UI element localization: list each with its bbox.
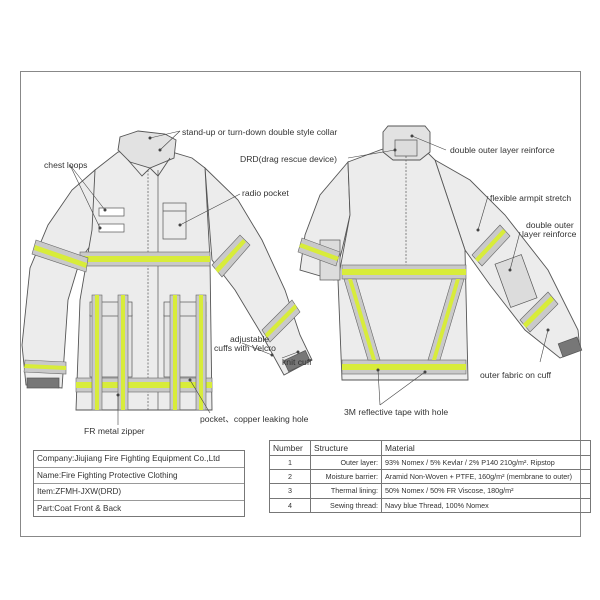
pocket-hole-label: pocket、copper leaking hole xyxy=(200,414,309,424)
col-structure: Structure xyxy=(310,440,382,456)
row-structure: Moisture barrier: xyxy=(310,469,382,485)
outer-fabric-cuff-label: outer fabric on cuff xyxy=(480,370,552,380)
radio-pocket xyxy=(162,202,187,240)
table-row: 3 Thermal lining: 50% Nomex / 50% FR Vis… xyxy=(269,483,591,499)
material-table: Number Structure Material 1 Outer layer:… xyxy=(269,440,591,513)
reflective-tape-label: 3M reflective tape with hole xyxy=(344,407,449,417)
chest-loop-1 xyxy=(98,207,125,217)
row-number: 2 xyxy=(269,469,311,485)
row-structure: Outer layer: xyxy=(310,454,382,471)
name-line: Name:Fire Fighting Protective Clothing xyxy=(34,468,244,485)
outer-layer-2a-label: double outer xyxy=(526,220,574,230)
chest-loops-label: chest loops xyxy=(44,160,88,170)
armpit-label: flexible armpit stretch xyxy=(490,193,572,203)
row-material: Navy blue Thread, 100% Nomex xyxy=(381,497,591,513)
leader-lines xyxy=(69,130,550,425)
row-number: 4 xyxy=(269,497,311,513)
row-number: 1 xyxy=(269,454,311,471)
part-line: Part:Coat Front & Back xyxy=(37,503,122,513)
front-left-sleeve xyxy=(21,169,99,389)
collar-label: stand-up or turn-down double style colla… xyxy=(182,127,338,137)
table-row: 2 Moisture barrier: Aramid Non-Woven + P… xyxy=(269,469,591,485)
back-reflective-tape xyxy=(297,224,559,375)
table-row: 4 Sewing thread: Navy blue Thread, 100% … xyxy=(269,497,591,513)
row-structure: Sewing thread: xyxy=(310,497,382,513)
row-material: 93% Nomex / 5% Kevlar / 2% P140 210g/m².… xyxy=(381,454,591,471)
info-box: Company:Jiujiang Fire Fighting Equipment… xyxy=(33,450,245,518)
drd-handle xyxy=(394,139,418,157)
adjustable-label: adjustable xyxy=(230,334,270,344)
outer-layer-2b-label: layer reinforce xyxy=(522,229,577,239)
fr-zipper-label: FR metal zipper xyxy=(84,426,145,436)
company-line: Company:Jiujiang Fire Fighting Equipment… xyxy=(34,451,244,468)
back-reinforce xyxy=(494,254,538,308)
velcro-label: cuffs with Velcro xyxy=(214,343,276,353)
front-reflective-tape xyxy=(23,234,301,411)
table-row: 1 Outer layer: 93% Nomex / 5% Kevlar / 2… xyxy=(269,454,591,471)
col-material: Material xyxy=(381,440,591,456)
drd-label: DRD(drag rescue device) xyxy=(240,154,337,164)
knit-cuff-label: knit cuff xyxy=(282,357,312,367)
front-collar xyxy=(117,130,177,169)
chest-loop-2 xyxy=(98,223,125,233)
table-header-row: Number Structure Material xyxy=(269,440,591,456)
row-material: 50% Nomex / 50% FR Viscose, 180g/m² xyxy=(381,483,591,499)
drawing-frame xyxy=(20,71,581,537)
row-structure: Thermal lining: xyxy=(310,483,382,499)
row-number: 3 xyxy=(269,483,311,499)
col-number: Number xyxy=(269,440,311,456)
outer-layer-label: double outer layer reinforce xyxy=(450,145,555,155)
item-line: Item:ZFMH-JXW(DRD) xyxy=(34,484,244,501)
radio-pocket-label: radio pocket xyxy=(242,188,289,198)
row-material: Aramid Non-Woven + PTFE, 160g/m² (membra… xyxy=(381,469,591,485)
